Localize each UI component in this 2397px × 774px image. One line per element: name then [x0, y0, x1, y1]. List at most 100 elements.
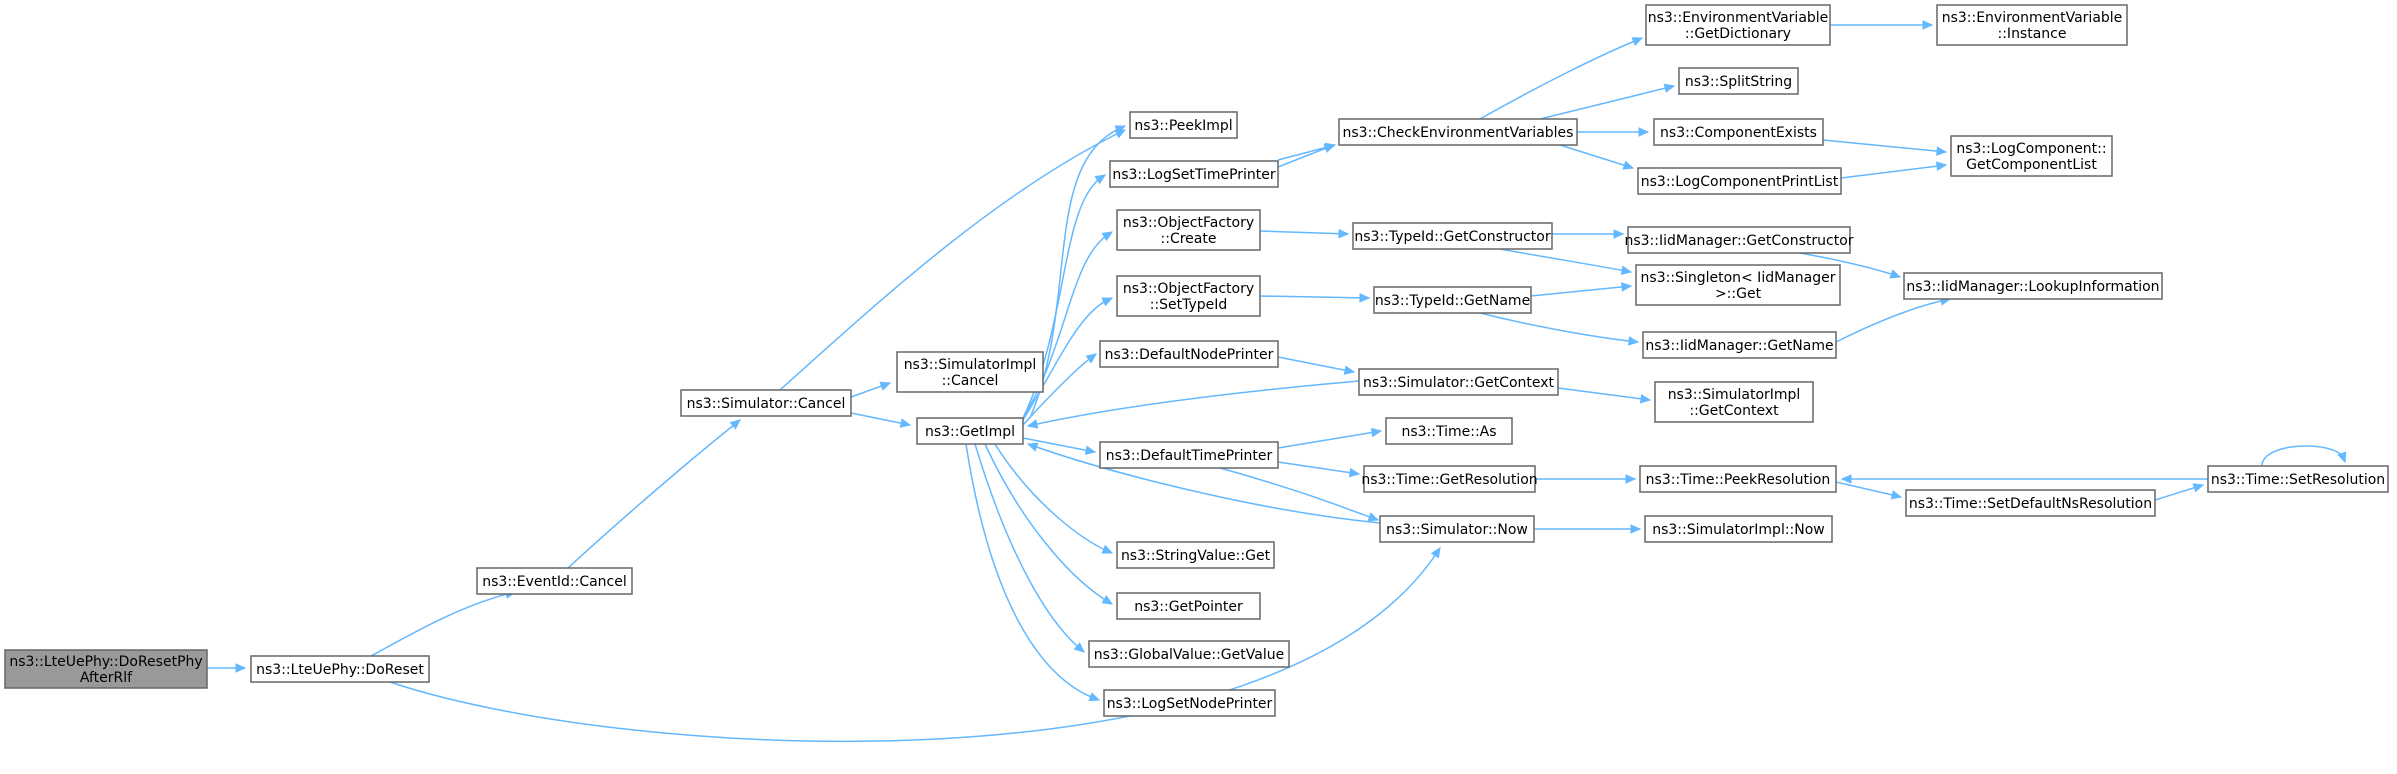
call-edge-n5-n6: [1029, 125, 1127, 419]
function-node[interactable]: ns3::GetImpl: [916, 417, 1024, 445]
call-edge-n1-n2: [370, 589, 517, 657]
function-node[interactable]: ns3::IidManager::LookupInformation: [1903, 272, 2163, 300]
call-edge-n15-n31: [1259, 228, 1350, 239]
function-node[interactable]: ns3::Time::GetResolution: [1361, 465, 1538, 493]
function-node-label: >::Get: [1715, 286, 1762, 302]
function-node[interactable]: ns3::EventId::Cancel: [476, 567, 633, 595]
function-node-label: ns3::EnvironmentVariable: [1648, 10, 1829, 26]
function-node-label: ns3::LteUePhy::DoResetPhy: [9, 654, 202, 670]
function-node[interactable]: ns3::Time::SetResolution: [2207, 465, 2389, 493]
function-node[interactable]: ns3::Singleton< IidManager >::Get: [1635, 264, 1841, 306]
call-edge-n5-n9: [1022, 353, 1097, 426]
function-node-label: ns3::ComponentExists: [1660, 125, 1817, 141]
function-node[interactable]: ns3::TypeId::GetName: [1373, 286, 1532, 314]
function-node[interactable]: ns3::DefaultTimePrinter: [1099, 441, 1279, 469]
call-edge-n1-n3: [389, 546, 1441, 743]
function-node[interactable]: ns3::DefaultNodePrinter: [1099, 340, 1279, 368]
function-node-label: ::Cancel: [942, 373, 999, 389]
call-edge-n4-n6: [779, 129, 1127, 391]
call-edge-n31-n32: [1552, 229, 1625, 239]
function-node[interactable]: ns3::EnvironmentVariable::Instance: [1936, 4, 2128, 46]
function-node[interactable]: ns3::Simulator::Now: [1379, 515, 1535, 543]
function-node[interactable]: ns3::Simulator::GetContext: [1358, 368, 1559, 396]
function-node-label: ns3::Singleton< IidManager: [1641, 270, 1836, 286]
function-node[interactable]: ns3::GlobalValue::GetValue: [1088, 640, 1290, 668]
function-node-label: ns3::LogSetTimePrinter: [1112, 167, 1276, 183]
function-node[interactable]: ns3::ObjectFactory::SetTypeId: [1116, 275, 1261, 317]
function-node-label: ns3::IidManager::GetConstructor: [1624, 233, 1853, 249]
call-edge-n5-n16: [1022, 297, 1114, 421]
call-edge-n5-n11: [984, 443, 1114, 605]
function-node-label: ::GetDictionary: [1685, 26, 1791, 42]
function-node-label: ::SetTypeId: [1150, 297, 1228, 313]
call-edge-n3-n37: [1534, 524, 1642, 534]
function-node-label: ns3::PeekImpl: [1134, 118, 1232, 134]
call-edge-n9-n24: [1277, 356, 1356, 375]
function-node[interactable]: ns3::Time::SetDefaultNsResolution: [1905, 489, 2156, 517]
function-node[interactable]: ns3::LogSetNodePrinter: [1103, 689, 1276, 717]
function-node-label: ns3::IidManager::GetName: [1645, 338, 1833, 354]
function-node[interactable]: ns3::Simulator::Cancel: [680, 389, 852, 417]
call-edge-n30-n28: [1840, 474, 2208, 484]
function-node[interactable]: ns3::CheckEnvironmentVariables: [1338, 118, 1578, 146]
function-node-label: AfterRlf: [80, 670, 133, 686]
function-node[interactable]: ns3::SimulatorImpl::Cancel: [896, 351, 1044, 393]
function-node[interactable]: ns3::GetPointer: [1116, 592, 1261, 620]
function-node-label: ::Instance: [1998, 26, 2067, 42]
function-node[interactable]: ns3::LogComponentPrintList: [1637, 167, 1842, 195]
function-node[interactable]: ns3::LteUePhy::DoReset: [250, 655, 430, 683]
call-edge-n5-n10: [1022, 437, 1097, 455]
call-edge-n10-n26: [1277, 427, 1383, 449]
function-node[interactable]: ns3::LogSetTimePrinter: [1109, 160, 1279, 188]
function-node-label: ns3::GlobalValue::GetValue: [1094, 647, 1284, 663]
call-edge-n14-n8: [1277, 144, 1336, 168]
function-node-label: ns3::Time::SetDefaultNsResolution: [1909, 496, 2152, 512]
function-node-label: ns3::LteUePhy::DoReset: [256, 662, 424, 678]
function-node-label: ns3::IidManager::LookupInformation: [1906, 279, 2159, 295]
call-edge-n5-n13: [965, 443, 1101, 702]
call-edge-n8-n21: [1539, 83, 1676, 120]
function-node[interactable]: ns3::LogComponent::GetComponentList: [1950, 135, 2113, 177]
call-edge-n24-n5: [1026, 380, 1360, 429]
function-node-label: GetComponentList: [1966, 157, 2097, 173]
function-node-label: ns3::DefaultNodePrinter: [1105, 347, 1274, 363]
call-edge-n28-n29: [1835, 481, 1903, 500]
call-edge-n5-n12: [974, 443, 1085, 653]
call-edge-n24-n25: [1557, 387, 1652, 404]
function-node-label: ns3::SimulatorImpl::Now: [1652, 522, 1825, 538]
function-node[interactable]: ns3::ObjectFactory::Create: [1116, 209, 1261, 251]
function-node-label: ns3::EnvironmentVariable: [1942, 10, 2123, 26]
function-node-label: ns3::Time::As: [1401, 424, 1496, 440]
call-edge-n10-n3: [1219, 467, 1380, 522]
function-node[interactable]: ns3::IidManager::GetConstructor: [1624, 226, 1854, 254]
function-node[interactable]: ns3::TypeId::GetConstructor: [1352, 222, 1553, 250]
call-edge-n4-n7: [850, 381, 892, 398]
function-node[interactable]: ns3::SimulatorImpl::Now: [1644, 515, 1833, 543]
function-node[interactable]: ns3::SplitString: [1678, 67, 1799, 95]
function-node-label: ns3::GetImpl: [925, 424, 1015, 440]
function-node-label: ns3::Time::GetResolution: [1361, 472, 1537, 488]
function-node-label: ns3::LogComponent::: [1956, 141, 2106, 157]
function-node[interactable]: ns3::ComponentExists: [1653, 118, 1824, 146]
function-node-label: ns3::CheckEnvironmentVariables: [1343, 125, 1574, 141]
function-node-label: ns3::SimulatorImpl: [1668, 387, 1801, 403]
function-node[interactable]: ns3::SimulatorImpl::GetContext: [1654, 381, 1814, 423]
function-node-label: ns3::SplitString: [1685, 74, 1792, 90]
function-node[interactable]: ns3::IidManager::GetName: [1642, 331, 1837, 359]
call-edge-n8-n20: [1559, 144, 1635, 170]
function-node[interactable]: ns3::EnvironmentVariable::GetDictionary: [1645, 4, 1831, 46]
function-node-label: ns3::TypeId::GetName: [1375, 293, 1530, 309]
function-node-label: ns3::LogComponentPrintList: [1641, 174, 1839, 190]
function-node[interactable]: ns3::Time::As: [1385, 417, 1513, 445]
function-node-label: ns3::ObjectFactory: [1123, 215, 1254, 231]
call-edge-n36-n34: [1835, 296, 1952, 343]
function-node[interactable]: ns3::PeekImpl: [1129, 111, 1238, 139]
function-node-label: ::Create: [1161, 231, 1217, 247]
function-node[interactable]: ns3::Time::PeekResolution: [1639, 465, 1837, 493]
function-node[interactable]: ns3::StringValue::Get: [1116, 541, 1275, 569]
call-edge-n0-n1: [207, 663, 247, 673]
function-node-label: ns3::StringValue::Get: [1121, 548, 1271, 564]
call-edge-n32-n34: [1799, 252, 1902, 279]
